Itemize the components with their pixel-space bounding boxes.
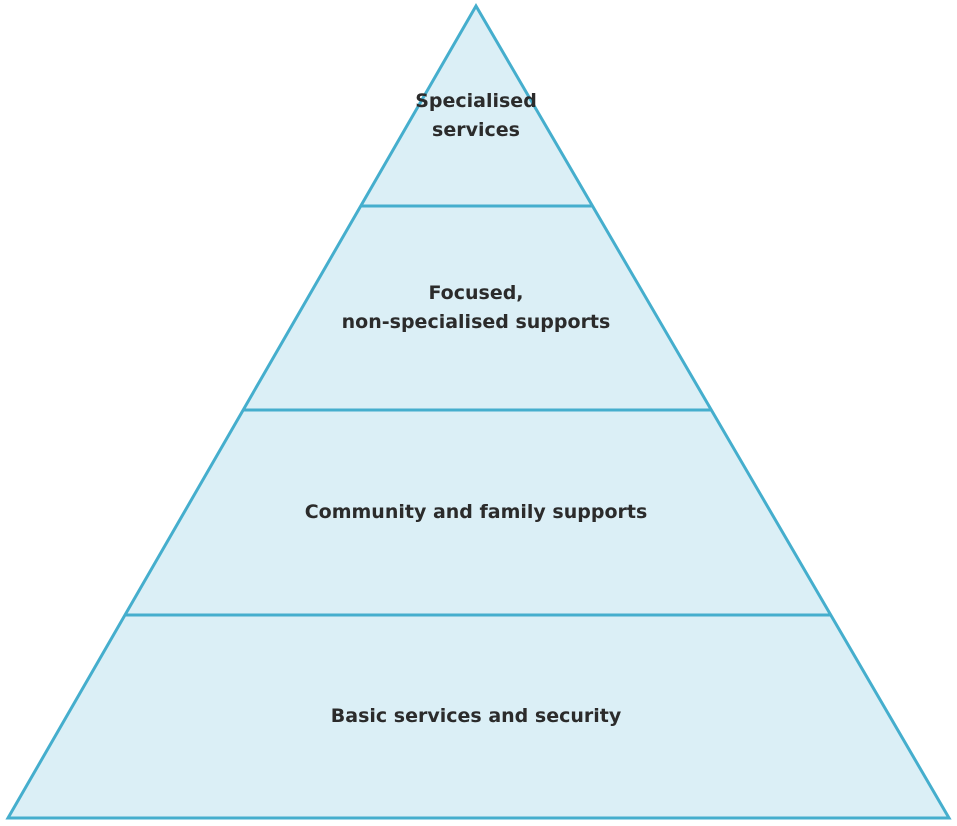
pyramid-tier-1 (360, 6, 593, 206)
tier-1-label-line-2: services (432, 119, 520, 141)
tier-3-label-line-1: Community and family supports (305, 501, 648, 523)
tiers-layer (8, 6, 949, 818)
tier-1-label-line-1: Specialised (415, 90, 537, 112)
tier-4-label-line-1: Basic services and security (331, 705, 622, 727)
tier-2-label-line-2: non-specialised supports (342, 311, 611, 333)
pyramid-outline (5, 3, 952, 820)
pyramid-tier-2 (243, 206, 712, 410)
pyramid-tier-3 (125, 410, 831, 615)
tier-2-label-line-1: Focused, (428, 282, 523, 304)
dividers-layer (125, 204, 831, 617)
pyramid-tier-4 (8, 615, 949, 818)
